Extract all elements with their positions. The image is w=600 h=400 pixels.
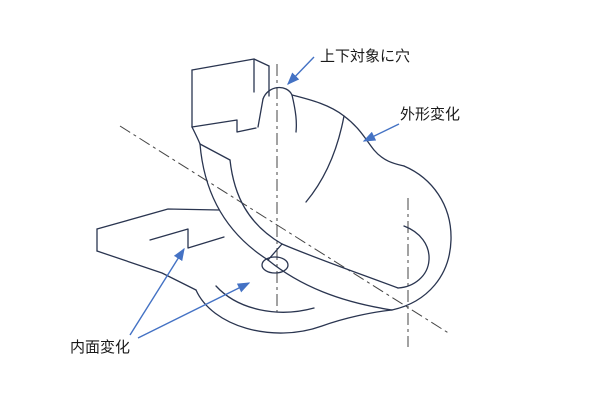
saddle-top-radial-edge	[199, 143, 231, 161]
top-hole-dome-arc	[262, 86, 293, 100]
annotations	[129, 56, 400, 339]
centerlines	[119, 64, 451, 347]
arrow-top-hole	[287, 56, 315, 86]
inner-axis-edge	[281, 243, 399, 289]
arrow-inner-surface-2	[137, 282, 251, 339]
saddle-outer-arc	[199, 143, 269, 261]
outer-axis-edge	[267, 259, 393, 311]
hole-boss-right-edge	[291, 94, 298, 133]
lobe-surface-curve	[305, 115, 345, 203]
end-outer-arc	[391, 165, 452, 311]
bottom-lobe-outer-arc	[195, 289, 393, 334]
left-block-bottom-edges	[96, 250, 197, 291]
end-inner-arc	[397, 225, 430, 289]
outer-contour-top-right	[291, 94, 405, 167]
saddle-join-edge	[191, 126, 201, 145]
diagonal-axis-centerline	[119, 125, 451, 335]
arrow-inner-surface-1	[129, 247, 185, 336]
arrow-outer-shape	[362, 123, 400, 142]
bottom-lobe-inner-arc	[215, 285, 315, 313]
bottom-hole-ellipse	[261, 256, 289, 274]
left-block-inner-step-edges	[149, 228, 225, 249]
label-top-hole: 上下対象に穴	[320, 48, 410, 65]
labels: 上下対象に穴 外形変化 内面変化	[70, 48, 460, 356]
saddle-inner-arc	[229, 159, 283, 245]
label-outer-shape: 外形変化	[400, 106, 460, 123]
part-outline	[96, 58, 452, 334]
boss-top-face-edges	[191, 58, 270, 71]
left-block-top-edges	[96, 208, 220, 230]
label-inner-surface: 内面変化	[70, 339, 130, 356]
hole-boss-left-edge	[257, 98, 264, 128]
boss-bottom-step-edges	[191, 119, 257, 133]
